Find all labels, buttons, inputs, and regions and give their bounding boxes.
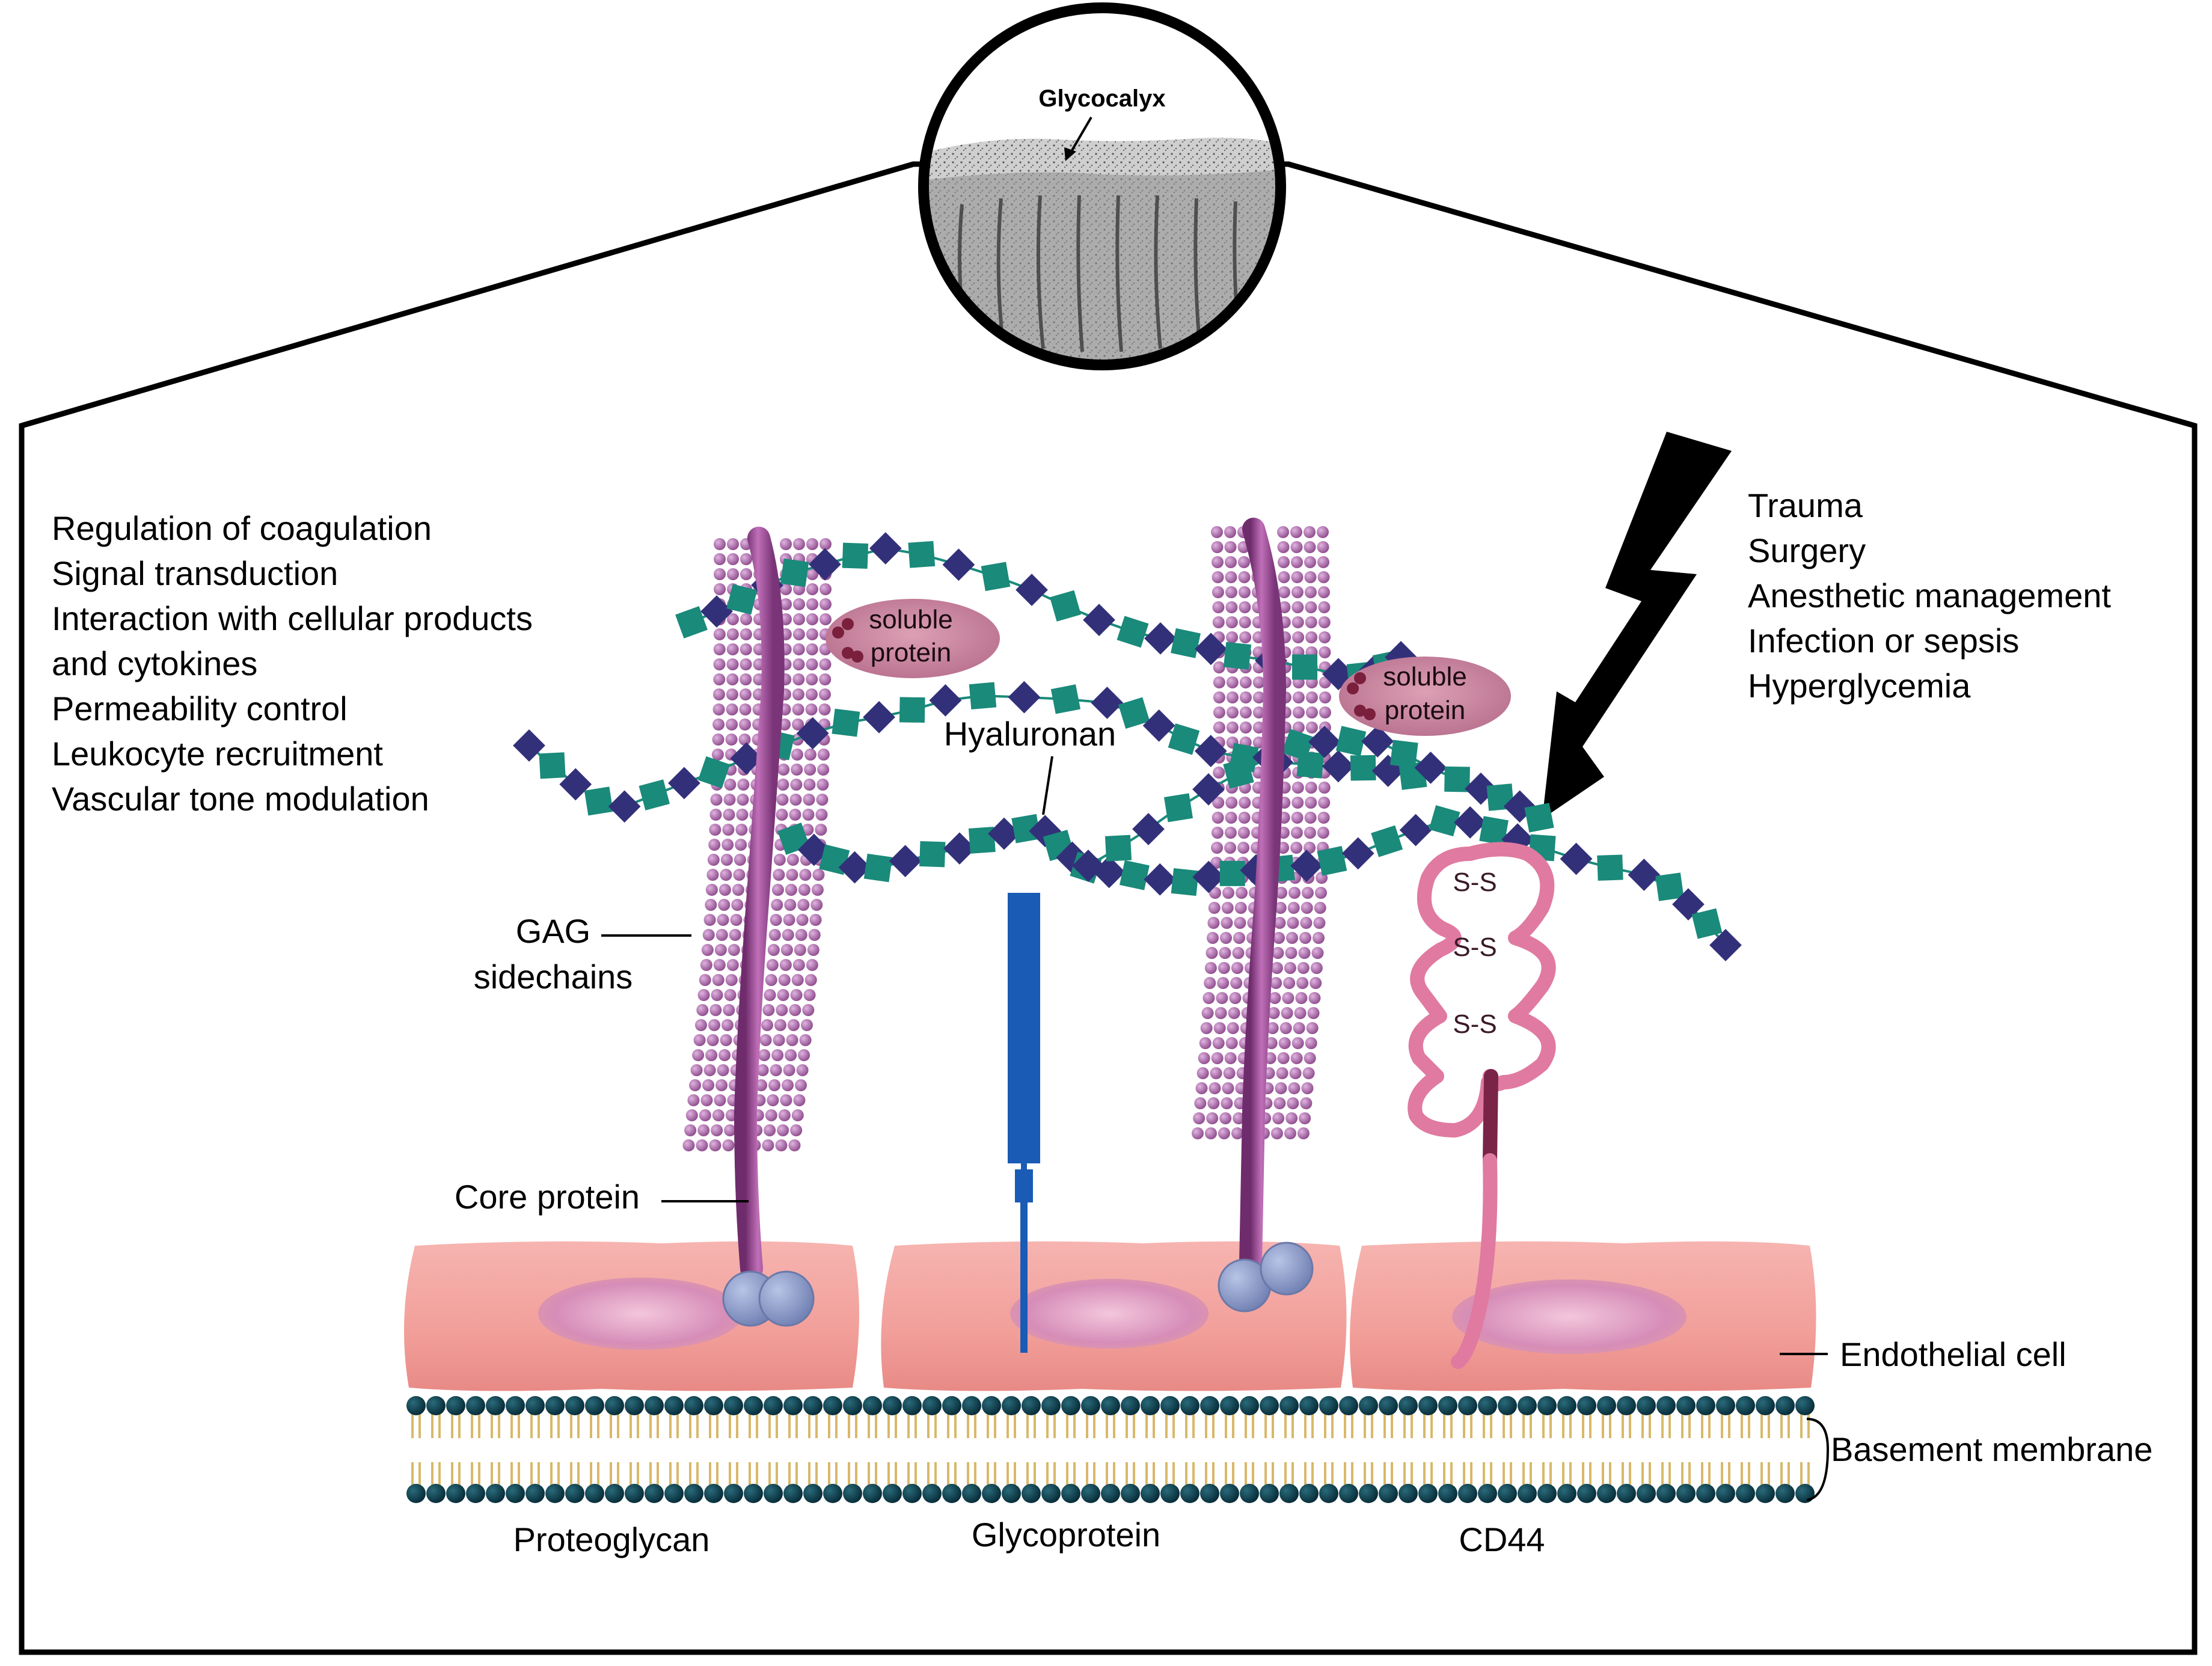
glycocalyx-micrograph: Glycocalyx — [918, 2, 1286, 370]
soluble-protein-label: protein — [1385, 696, 1466, 725]
component-label-glycoprotein: Glycoprotein — [972, 1516, 1160, 1554]
lightning-bolt-icon — [1542, 432, 1732, 819]
function-item: Regulation of coagulation — [52, 509, 432, 547]
disulfide-bond-label: S-S — [1453, 933, 1497, 962]
soluble-protein-right: soluble protein — [1339, 657, 1511, 736]
cd44-receptor: S-S S-S S-S — [1408, 842, 1556, 1369]
damaging-factor: Surgery — [1748, 531, 1866, 569]
soluble-protein-label: protein — [871, 638, 952, 667]
disulfide-bond-label: S-S — [1453, 868, 1497, 897]
function-item: Permeability control — [52, 690, 348, 727]
basement-membrane-bilayer — [406, 1396, 1815, 1503]
component-label-proteoglycan: Proteoglycan — [513, 1521, 710, 1558]
gag-label: GAG — [516, 912, 590, 950]
hyaluronan-label: Hyaluronan — [944, 715, 1116, 753]
damaging-factor: Hyperglycemia — [1748, 667, 1971, 705]
damaging-factor: Trauma — [1748, 486, 1863, 524]
hyaluronan-leader — [1042, 756, 1053, 815]
glycocalyx-label: Glycocalyx — [1038, 85, 1165, 112]
damaging-factors-list: Trauma Surgery Anesthetic management Inf… — [1748, 486, 2111, 705]
function-item: Vascular tone modulation — [52, 780, 429, 818]
damaging-factor: Infection or sepsis — [1748, 622, 2019, 660]
basement-membrane-label: Basement membrane — [1831, 1430, 2152, 1468]
glycoprotein — [1008, 893, 1040, 1353]
disulfide-bond-label: S-S — [1453, 1009, 1497, 1039]
soluble-protein-label: soluble — [869, 605, 952, 634]
function-item: Leukocyte recruitment — [52, 735, 383, 773]
roof-line-left — [20, 161, 915, 429]
endothelial-cells — [404, 1241, 1816, 1391]
membrane-anchors — [722, 1242, 1314, 1327]
cell-nucleus — [1010, 1279, 1209, 1349]
gag-label: sidechains — [474, 958, 633, 996]
damaging-factor: Anesthetic management — [1748, 577, 2111, 614]
cell-nucleus — [1452, 1279, 1687, 1354]
soluble-protein-label: soluble — [1383, 662, 1466, 691]
function-item: Signal transduction — [52, 554, 338, 592]
functions-list: Regulation of coagulation Signal transdu… — [52, 509, 533, 818]
component-label-cd44: CD44 — [1459, 1521, 1545, 1558]
soluble-protein-left: soluble protein — [826, 599, 1000, 678]
roof-line-right — [1287, 161, 2196, 429]
basement-membrane-bracket — [1806, 1418, 1830, 1501]
core-protein-label: Core protein — [455, 1178, 640, 1216]
endothelial-cell-label: Endothelial cell — [1840, 1335, 2066, 1373]
function-item: and cytokines — [52, 645, 257, 682]
core-protein-left — [734, 527, 785, 1280]
function-item: Interaction with cellular products — [52, 599, 533, 637]
cell-nucleus — [538, 1278, 743, 1350]
core-protein-right — [1239, 518, 1287, 1274]
